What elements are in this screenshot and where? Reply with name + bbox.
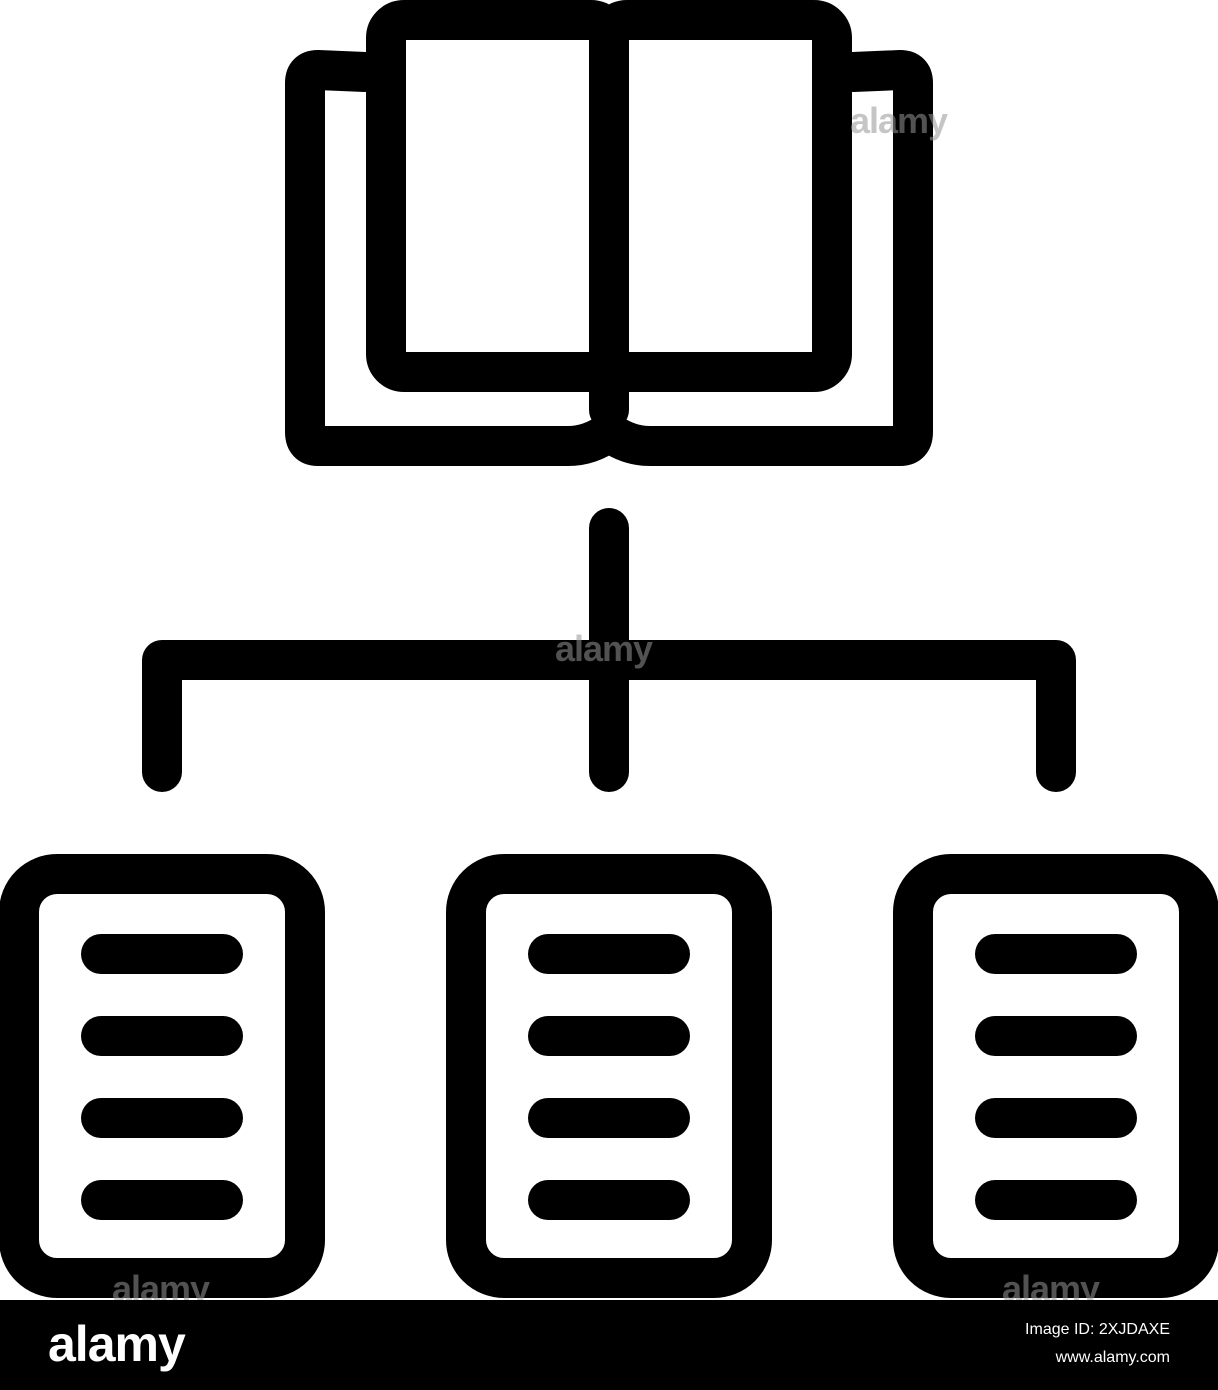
document-right	[893, 854, 1218, 1298]
connector-branch	[142, 640, 1076, 792]
document-frame	[0, 854, 325, 1298]
book-hierarchy-icon	[0, 0, 1218, 1298]
footer-logo: alamy	[48, 1316, 186, 1372]
open-book-icon	[285, 0, 933, 466]
book-left-page	[366, 0, 629, 392]
hierarchy-connector	[142, 508, 1076, 792]
document-frame	[446, 854, 772, 1298]
book-back-cover	[285, 50, 933, 466]
document-left	[0, 854, 325, 1298]
footer-site: www.alamy.com	[1055, 1349, 1170, 1366]
footer-image-id: Image ID: 2XJDAXE	[1025, 1321, 1170, 1338]
watermark-text: alamy	[850, 100, 948, 141]
footer-bar: alamy Image ID: 2XJDAXE www.alamy.com	[0, 1300, 1218, 1390]
documents-row	[0, 854, 1218, 1298]
document-frame	[893, 854, 1218, 1298]
watermark-text: alamy	[555, 628, 653, 669]
book-right-page	[589, 0, 852, 392]
document-center	[446, 854, 772, 1298]
